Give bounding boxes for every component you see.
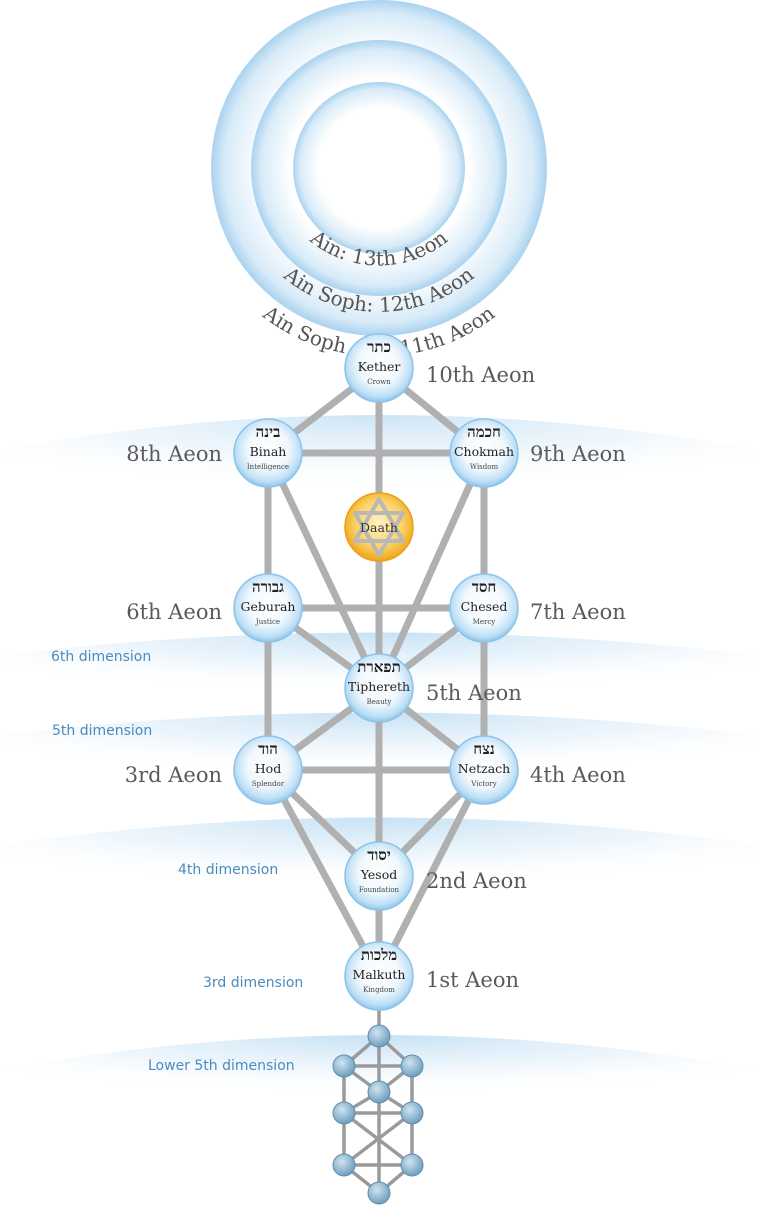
- star-of-david-icon: [353, 497, 405, 557]
- sephira-sphere: [233, 735, 303, 805]
- lower-node: [367, 1024, 391, 1048]
- sephira-chokmah: חכמה Chokmah Wisdom: [449, 418, 519, 488]
- lower-path: [342, 1111, 414, 1167]
- sephira-hebrew: כתר: [367, 338, 391, 356]
- ain-rings: Ain: 13th Aeon Ain Soph: 12th Aeon Ain S…: [211, 0, 547, 361]
- sephira-meaning: Mercy: [473, 618, 496, 626]
- sephira-sphere: [344, 841, 414, 911]
- sephira-netzach: נצח Netzach Victory: [449, 735, 519, 805]
- sephira-geburah: גבורה Geburah Justice: [233, 573, 303, 643]
- dimension-label-lower5: Lower 5th dimension: [148, 1058, 295, 1074]
- sephira-name: Hod: [255, 761, 281, 776]
- ain-ring: [293, 82, 465, 254]
- lower-node: [400, 1054, 424, 1078]
- sephira-meaning: Crown: [367, 378, 391, 386]
- dimension-labels: 6th dimension 5th dimension 4th dimensio…: [51, 649, 303, 1074]
- sephira-sphere: [233, 573, 303, 643]
- sephira-sphere: [449, 735, 519, 805]
- sephira-hebrew: יסוד: [367, 846, 391, 864]
- dimension-label-3: 3rd dimension: [203, 975, 303, 991]
- dimension-label-6: 6th dimension: [51, 649, 151, 665]
- sephira-hebrew: חסד: [472, 578, 497, 596]
- lower-node: [400, 1153, 424, 1177]
- sephira-meaning: Kingdom: [363, 986, 395, 994]
- sephira-name: Kether: [358, 359, 401, 374]
- sephira-meaning: Foundation: [359, 886, 400, 894]
- aeon-labels: 10th Aeon 9th Aeon 8th Aeon 7th Aeon 6th…: [125, 363, 626, 992]
- sephira-sphere: [344, 653, 414, 723]
- daath-sphere: [344, 492, 414, 562]
- sephira-name: Chesed: [461, 599, 508, 614]
- daath-label: Daath: [360, 520, 398, 535]
- aeon-label-geburah: 6th Aeon: [126, 600, 222, 624]
- path-chokmah-tiphereth: [375, 449, 488, 692]
- lower-node: [332, 1054, 356, 1078]
- sephira-binah: בינה Binah Intelligence: [233, 418, 303, 488]
- path-hod-malkuth: [264, 766, 383, 980]
- tree-paths: [264, 364, 488, 980]
- lower-node: [332, 1101, 356, 1125]
- aeon-label-tiphereth: 5th Aeon: [426, 681, 522, 705]
- aeon-label-chokmah: 9th Aeon: [530, 442, 626, 466]
- sephira-meaning: Intelligence: [247, 463, 289, 471]
- dimension-label-5: 5th dimension: [52, 723, 152, 739]
- sephira-sphere: [233, 418, 303, 488]
- sephira-sphere: [449, 418, 519, 488]
- sephira-malkuth: מלכות Malkuth Kingdom: [344, 941, 414, 1011]
- sephira-hod: הוד Hod Splendor: [233, 735, 303, 805]
- sephira-meaning: Justice: [255, 618, 280, 626]
- sephira-name: Geburah: [241, 599, 296, 614]
- sephira-name: Chokmah: [454, 444, 514, 459]
- lower-node: [400, 1101, 424, 1125]
- sephira-hebrew: גבורה: [252, 578, 284, 596]
- sephira-chesed: חסד Chesed Mercy: [449, 573, 519, 643]
- sephira-yesod: יסוד Yesod Foundation: [344, 841, 414, 911]
- dimension-label-4: 4th dimension: [178, 862, 278, 878]
- sephira-kether: כתר Kether Crown: [344, 333, 414, 403]
- sephira-hebrew: תפארת: [357, 658, 400, 676]
- sephira-name: Yesod: [360, 867, 398, 882]
- lower-node: [367, 1181, 391, 1205]
- sephira-name: Malkuth: [353, 967, 406, 982]
- sephira-sphere: [449, 573, 519, 643]
- sephira-tiphereth: תפארת Tiphereth Beauty: [344, 653, 414, 723]
- aeon-label-netzach: 4th Aeon: [530, 763, 626, 787]
- aeon-label-malkuth: 1st Aeon: [426, 968, 519, 992]
- sephira-meaning: Wisdom: [470, 463, 499, 471]
- sephira-hebrew: נצח: [473, 740, 495, 758]
- sephira-meaning: Victory: [470, 780, 496, 788]
- lower-node: [332, 1153, 356, 1177]
- sephira-meaning: Beauty: [367, 698, 392, 706]
- sephira-sphere: [344, 333, 414, 403]
- sephira-meaning: Splendor: [252, 780, 285, 788]
- sephira-sphere: [344, 941, 414, 1011]
- sephira-hebrew: בינה: [256, 423, 281, 441]
- sephira-hebrew: מלכות: [361, 946, 397, 964]
- sephira-name: Netzach: [458, 761, 510, 776]
- aeon-label-hod: 3rd Aeon: [125, 763, 222, 787]
- aeon-label-kether: 10th Aeon: [426, 363, 535, 387]
- sephira-hebrew: הוד: [258, 740, 278, 758]
- path-binah-tiphereth: [264, 449, 383, 692]
- aeon-label-binah: 8th Aeon: [126, 442, 222, 466]
- path-netzach-malkuth: [375, 766, 488, 980]
- sephira-hebrew: חכמה: [467, 423, 501, 441]
- lower-node: [367, 1080, 391, 1104]
- daath-node: Daath: [344, 492, 414, 562]
- aeon-label-chesed: 7th Aeon: [530, 600, 626, 624]
- sephira-name: Tiphereth: [348, 679, 410, 694]
- sephira-name: Binah: [250, 444, 287, 459]
- aeon-label-yesod: 2nd Aeon: [426, 869, 527, 893]
